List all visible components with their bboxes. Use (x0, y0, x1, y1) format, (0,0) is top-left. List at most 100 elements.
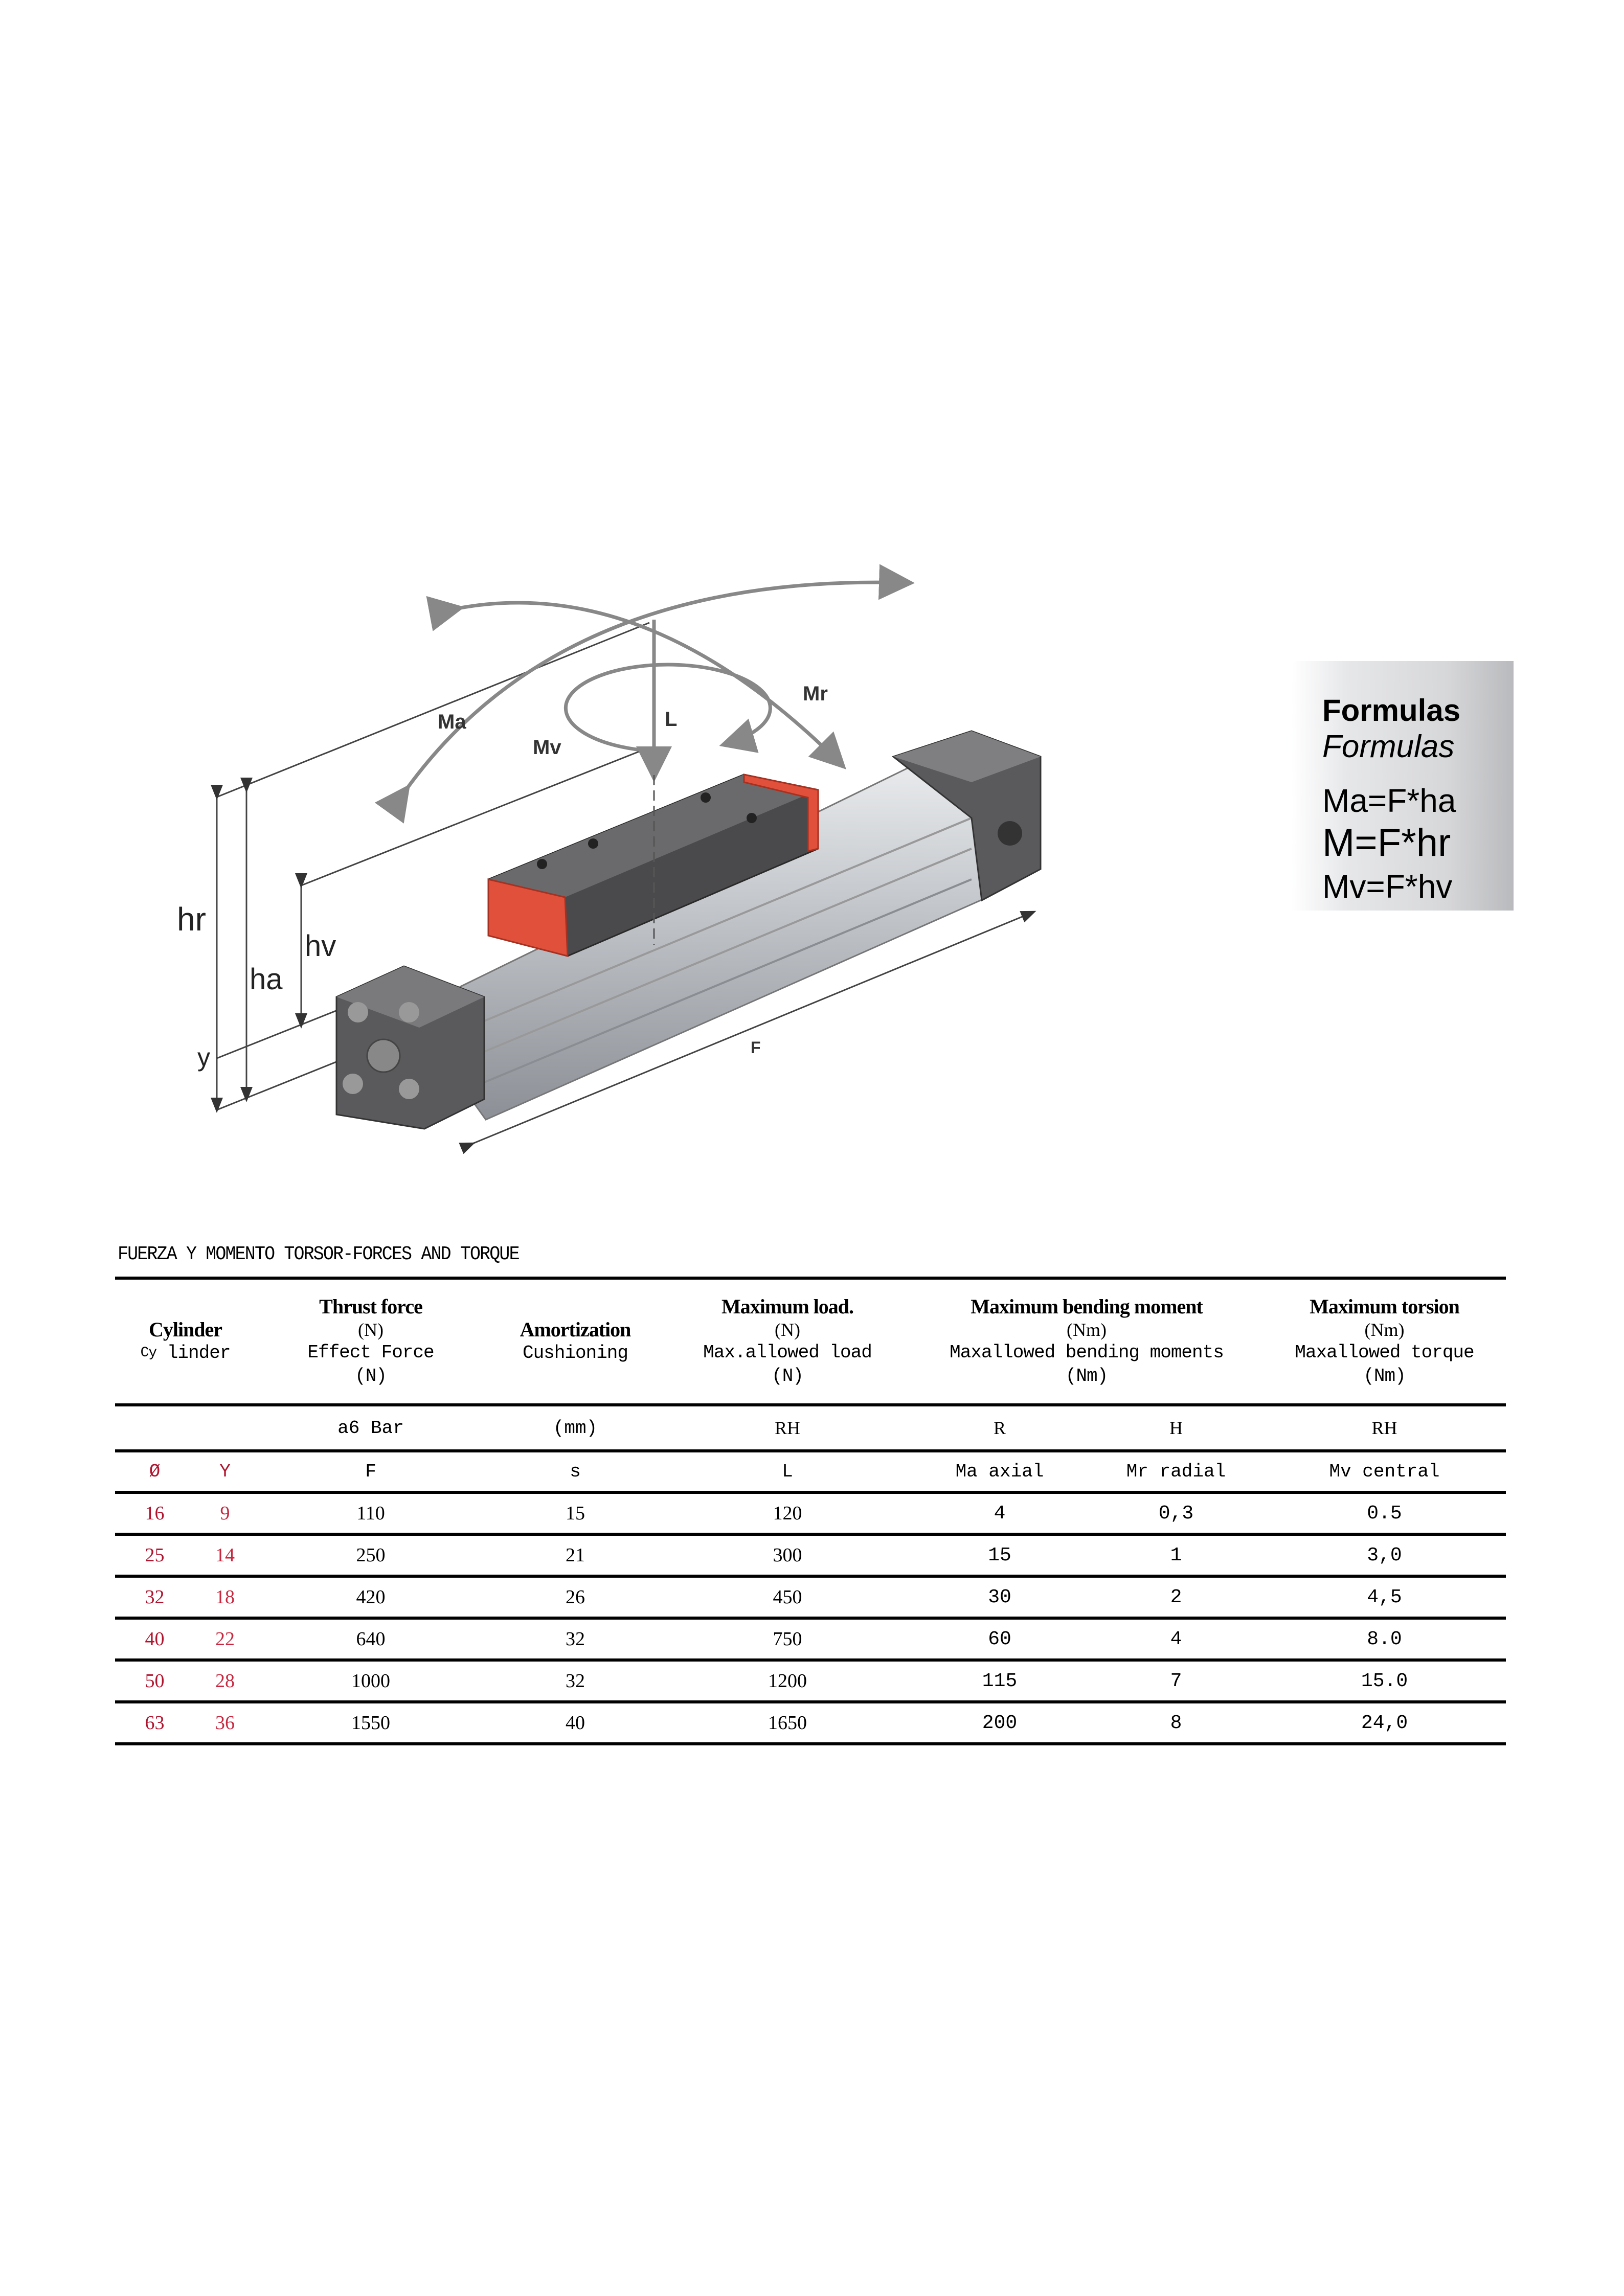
table-cell: 32 (115, 1576, 194, 1620)
label-f: F (751, 1038, 761, 1057)
symbol-cell: Ø (115, 1451, 194, 1494)
symbol-cell: F (256, 1451, 486, 1494)
table-cell: 300 (665, 1534, 910, 1578)
table-cell: 1 (1089, 1534, 1264, 1578)
table-cell: 4 (1089, 1618, 1264, 1662)
header-label: Cylinder (148, 1318, 222, 1341)
table-cell: 30 (910, 1576, 1089, 1620)
table-cell: 200 (910, 1702, 1089, 1745)
table-cell: 21 (486, 1534, 665, 1578)
table-cell: 250 (256, 1534, 486, 1578)
mv-rotation-arrow (563, 663, 772, 754)
table-cell: 750 (665, 1618, 910, 1662)
header-bending: Maximum bending moment (Nm) Maxallowed b… (910, 1277, 1264, 1406)
unit-cell (115, 1405, 194, 1452)
header-sub-b: linder (167, 1343, 231, 1363)
table-cell: 63 (115, 1702, 194, 1745)
ma-arc-arrow (426, 596, 846, 769)
table-cell: 115 (910, 1660, 1089, 1703)
label-ma: Ma (438, 711, 466, 733)
table-cell: 7 (1089, 1660, 1264, 1703)
table-cell: 0,3 (1089, 1492, 1264, 1536)
header-sub-unit: (Nm) (1065, 1366, 1108, 1386)
rodless-cylinder-diagram: Ma Mv L Mr hr ha hv y F (177, 564, 1042, 1154)
table-header-row: Cylinder Cy linder Thrust force (N) Effe… (115, 1277, 1506, 1406)
formulas-box: Formulas Formulas Ma=F*ha M=F*hr Mv=F*hv (1292, 661, 1514, 911)
header-label: Maximum torsion (1310, 1295, 1460, 1318)
table-cell: 420 (256, 1576, 486, 1620)
table-cell: 110 (256, 1492, 486, 1536)
table-cell: 24,0 (1263, 1702, 1506, 1745)
table-cell: 14 (194, 1534, 256, 1578)
table-cell: 25 (115, 1534, 194, 1578)
table-cell: 60 (910, 1618, 1089, 1662)
label-ha: ha (250, 963, 283, 996)
table-cell: 1000 (256, 1660, 486, 1703)
header-thrust: Thrust force (N) Effect Force (N) (256, 1277, 486, 1406)
table-cell: 18 (194, 1576, 256, 1620)
header-sub-unit: (N) (355, 1366, 387, 1386)
label-mr: Mr (803, 683, 828, 705)
cylinder-body (335, 730, 1042, 1130)
formula-mv: Mv=F*hv (1322, 868, 1453, 905)
table-cell: 450 (665, 1576, 910, 1620)
table-cell: 4 (910, 1492, 1089, 1536)
f-arrow (459, 911, 1036, 1154)
table-cell: 36 (194, 1702, 256, 1745)
unit-cell: RH (665, 1405, 910, 1452)
symbol-cell: s (486, 1451, 665, 1494)
header-label: Amortization (520, 1318, 631, 1341)
symbol-cell: Mv central (1263, 1451, 1506, 1494)
table-cell: 16 (115, 1492, 194, 1536)
header-unit: (N) (358, 1320, 384, 1340)
table-cell: 120 (665, 1492, 910, 1536)
header-torsion: Maximum torsion (Nm) Maxallowed torque (… (1263, 1277, 1506, 1406)
header-sub-a: Cy (140, 1345, 157, 1361)
table-cell: 0.5 (1263, 1492, 1506, 1536)
label-hr: hr (177, 901, 206, 938)
formulas-subtitle: Formulas (1322, 729, 1455, 764)
header-sub: Maxallowed bending moments (950, 1342, 1224, 1363)
table-cell: 15 (910, 1534, 1089, 1578)
forces-torque-table: Cylinder Cy linder Thrust force (N) Effe… (115, 1277, 1506, 1745)
symbol-cell: L (665, 1451, 910, 1494)
header-unit: (Nm) (1364, 1320, 1405, 1340)
header-sub-unit: (Nm) (1363, 1366, 1406, 1386)
symbol-cell: Y (194, 1451, 256, 1494)
table-cell: 1200 (665, 1660, 910, 1703)
header-label: Maximum bending moment (971, 1295, 1203, 1318)
header-cylinder: Cylinder Cy linder (115, 1277, 256, 1406)
unit-cell: a6 Bar (256, 1405, 486, 1452)
table-cell: 9 (194, 1492, 256, 1536)
header-amortization: Amortization Cushioning (486, 1277, 665, 1406)
unit-cell: H (1089, 1405, 1264, 1452)
table-cell: 1650 (665, 1702, 910, 1745)
unit-cell: R (910, 1405, 1089, 1452)
header-unit: (Nm) (1067, 1320, 1107, 1340)
header-sub: Maxallowed torque (1295, 1342, 1474, 1363)
symbol-cell: Mr radial (1089, 1451, 1264, 1494)
table-cell: 640 (256, 1618, 486, 1662)
table-cell: 28 (194, 1660, 256, 1703)
carriage-end-plate-left (487, 878, 569, 957)
table-cell: 8.0 (1263, 1618, 1506, 1662)
header-sub: Max.allowed load (703, 1342, 872, 1363)
formula-ma: Ma=F*ha (1322, 782, 1456, 819)
header-max-load: Maximum load. (N) Max.allowed load (N) (665, 1277, 910, 1406)
table-cell: 8 (1089, 1702, 1264, 1745)
label-l: L (665, 708, 677, 731)
header-label: Maximum load. (721, 1295, 854, 1318)
header-sub: Cushioning (522, 1343, 628, 1363)
table-cell: 50 (115, 1660, 194, 1703)
label-mv: Mv (533, 736, 561, 759)
symbol-cell: Ma axial (910, 1451, 1089, 1494)
unit-cell: (mm) (486, 1405, 665, 1452)
table-cell: 15.0 (1263, 1660, 1506, 1703)
